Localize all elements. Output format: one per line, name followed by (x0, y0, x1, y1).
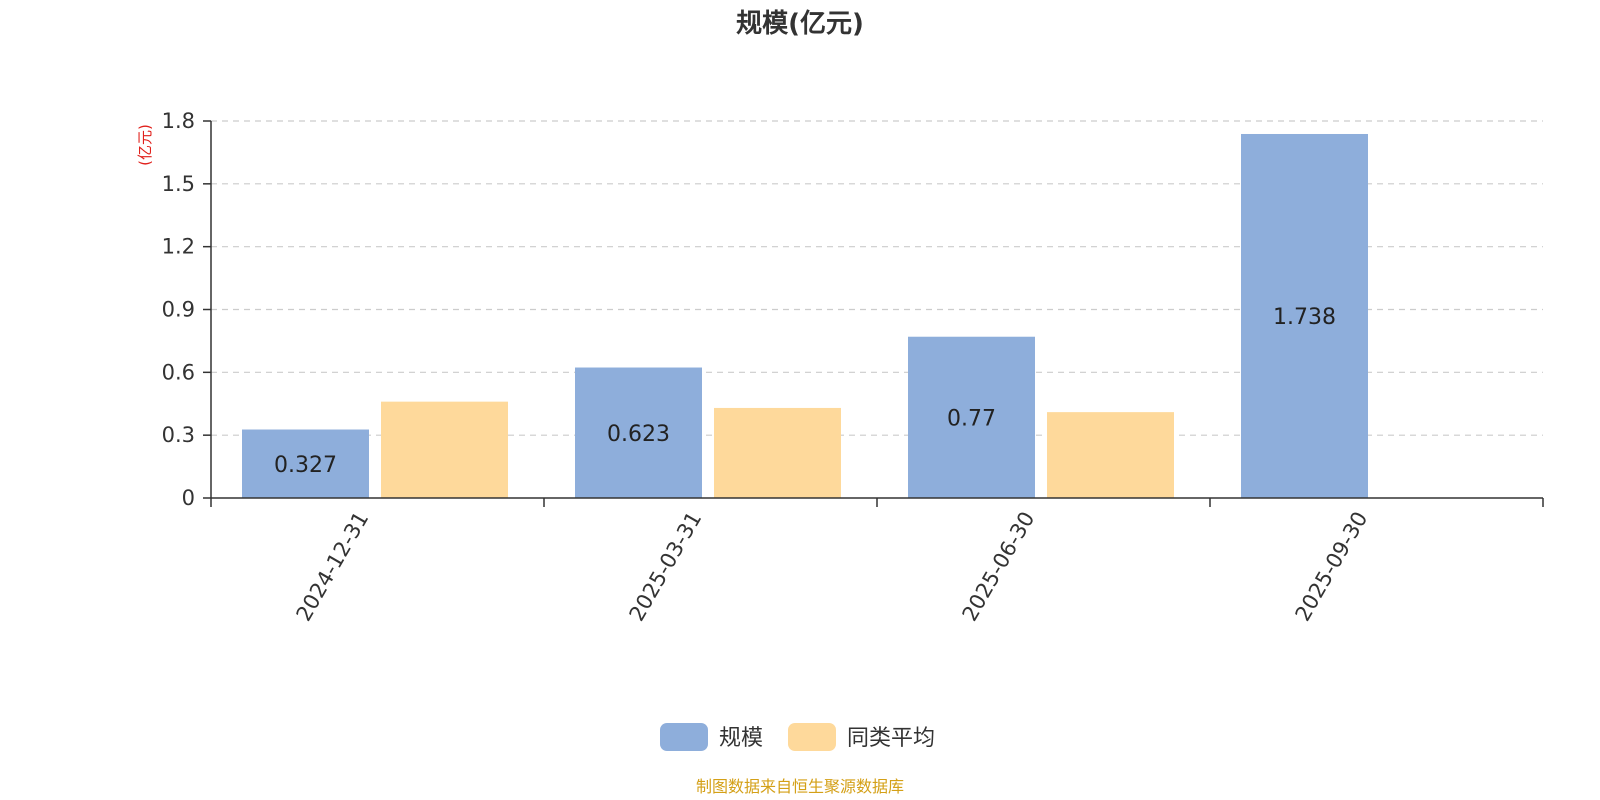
x-tick-label: 2025-06-30 (958, 508, 1040, 626)
bars (242, 133, 1368, 499)
bar-scale[interactable] (1241, 133, 1368, 499)
bar-peer-average[interactable] (381, 401, 508, 498)
bar-value-label: 0.623 (607, 422, 670, 447)
legend-item-peer-average[interactable]: 同类平均 (788, 723, 935, 751)
bar-scale[interactable] (908, 336, 1035, 498)
legend-swatch-scale (660, 723, 708, 751)
x-axis-ticks: 2024-12-31 2025-03-31 2025-06-30 2025-09-30 (210, 498, 1544, 626)
x-tick-label: 2025-03-31 (625, 508, 707, 626)
legend-label-scale: 规模 (719, 726, 763, 751)
bar-peer-average[interactable] (1047, 412, 1174, 498)
chart-title: 规模(亿元) (736, 9, 864, 39)
y-tick-label: 1.8 (162, 109, 195, 133)
gridlines (211, 120, 1543, 436)
source-note: 制图数据来自恒生聚源数据库 (696, 777, 904, 796)
legend-item-scale[interactable]: 规模 (660, 723, 763, 751)
legend[interactable]: 规模 同类平均 (660, 723, 935, 751)
y-tick-label: 0 (182, 486, 195, 510)
y-tick-label: 0.3 (162, 423, 195, 447)
legend-label-peer-average: 同类平均 (847, 726, 935, 751)
bar-scale[interactable] (575, 367, 702, 498)
y-axis-unit-label: (亿元) (136, 124, 154, 166)
x-tick-label: 2025-09-30 (1291, 508, 1373, 626)
bar-peer-average[interactable] (714, 407, 841, 498)
y-tick-label: 1.2 (162, 235, 195, 259)
bar-scale[interactable] (242, 429, 369, 498)
data-labels: 0.327 0.623 0.77 1.738 (274, 305, 1336, 478)
x-tick-label: 2024-12-31 (292, 508, 374, 626)
bar-value-label: 1.738 (1273, 305, 1336, 330)
legend-swatch-peer-average (788, 723, 836, 751)
y-axis-ticks: 0 0.3 0.6 0.9 1.2 1.5 1.8 (162, 109, 211, 510)
bar-value-label: 0.327 (274, 453, 337, 478)
y-tick-label: 0.9 (162, 298, 195, 322)
y-tick-label: 0.6 (162, 360, 195, 384)
bar-value-label: 0.77 (947, 406, 996, 431)
y-tick-label: 1.5 (162, 172, 195, 196)
